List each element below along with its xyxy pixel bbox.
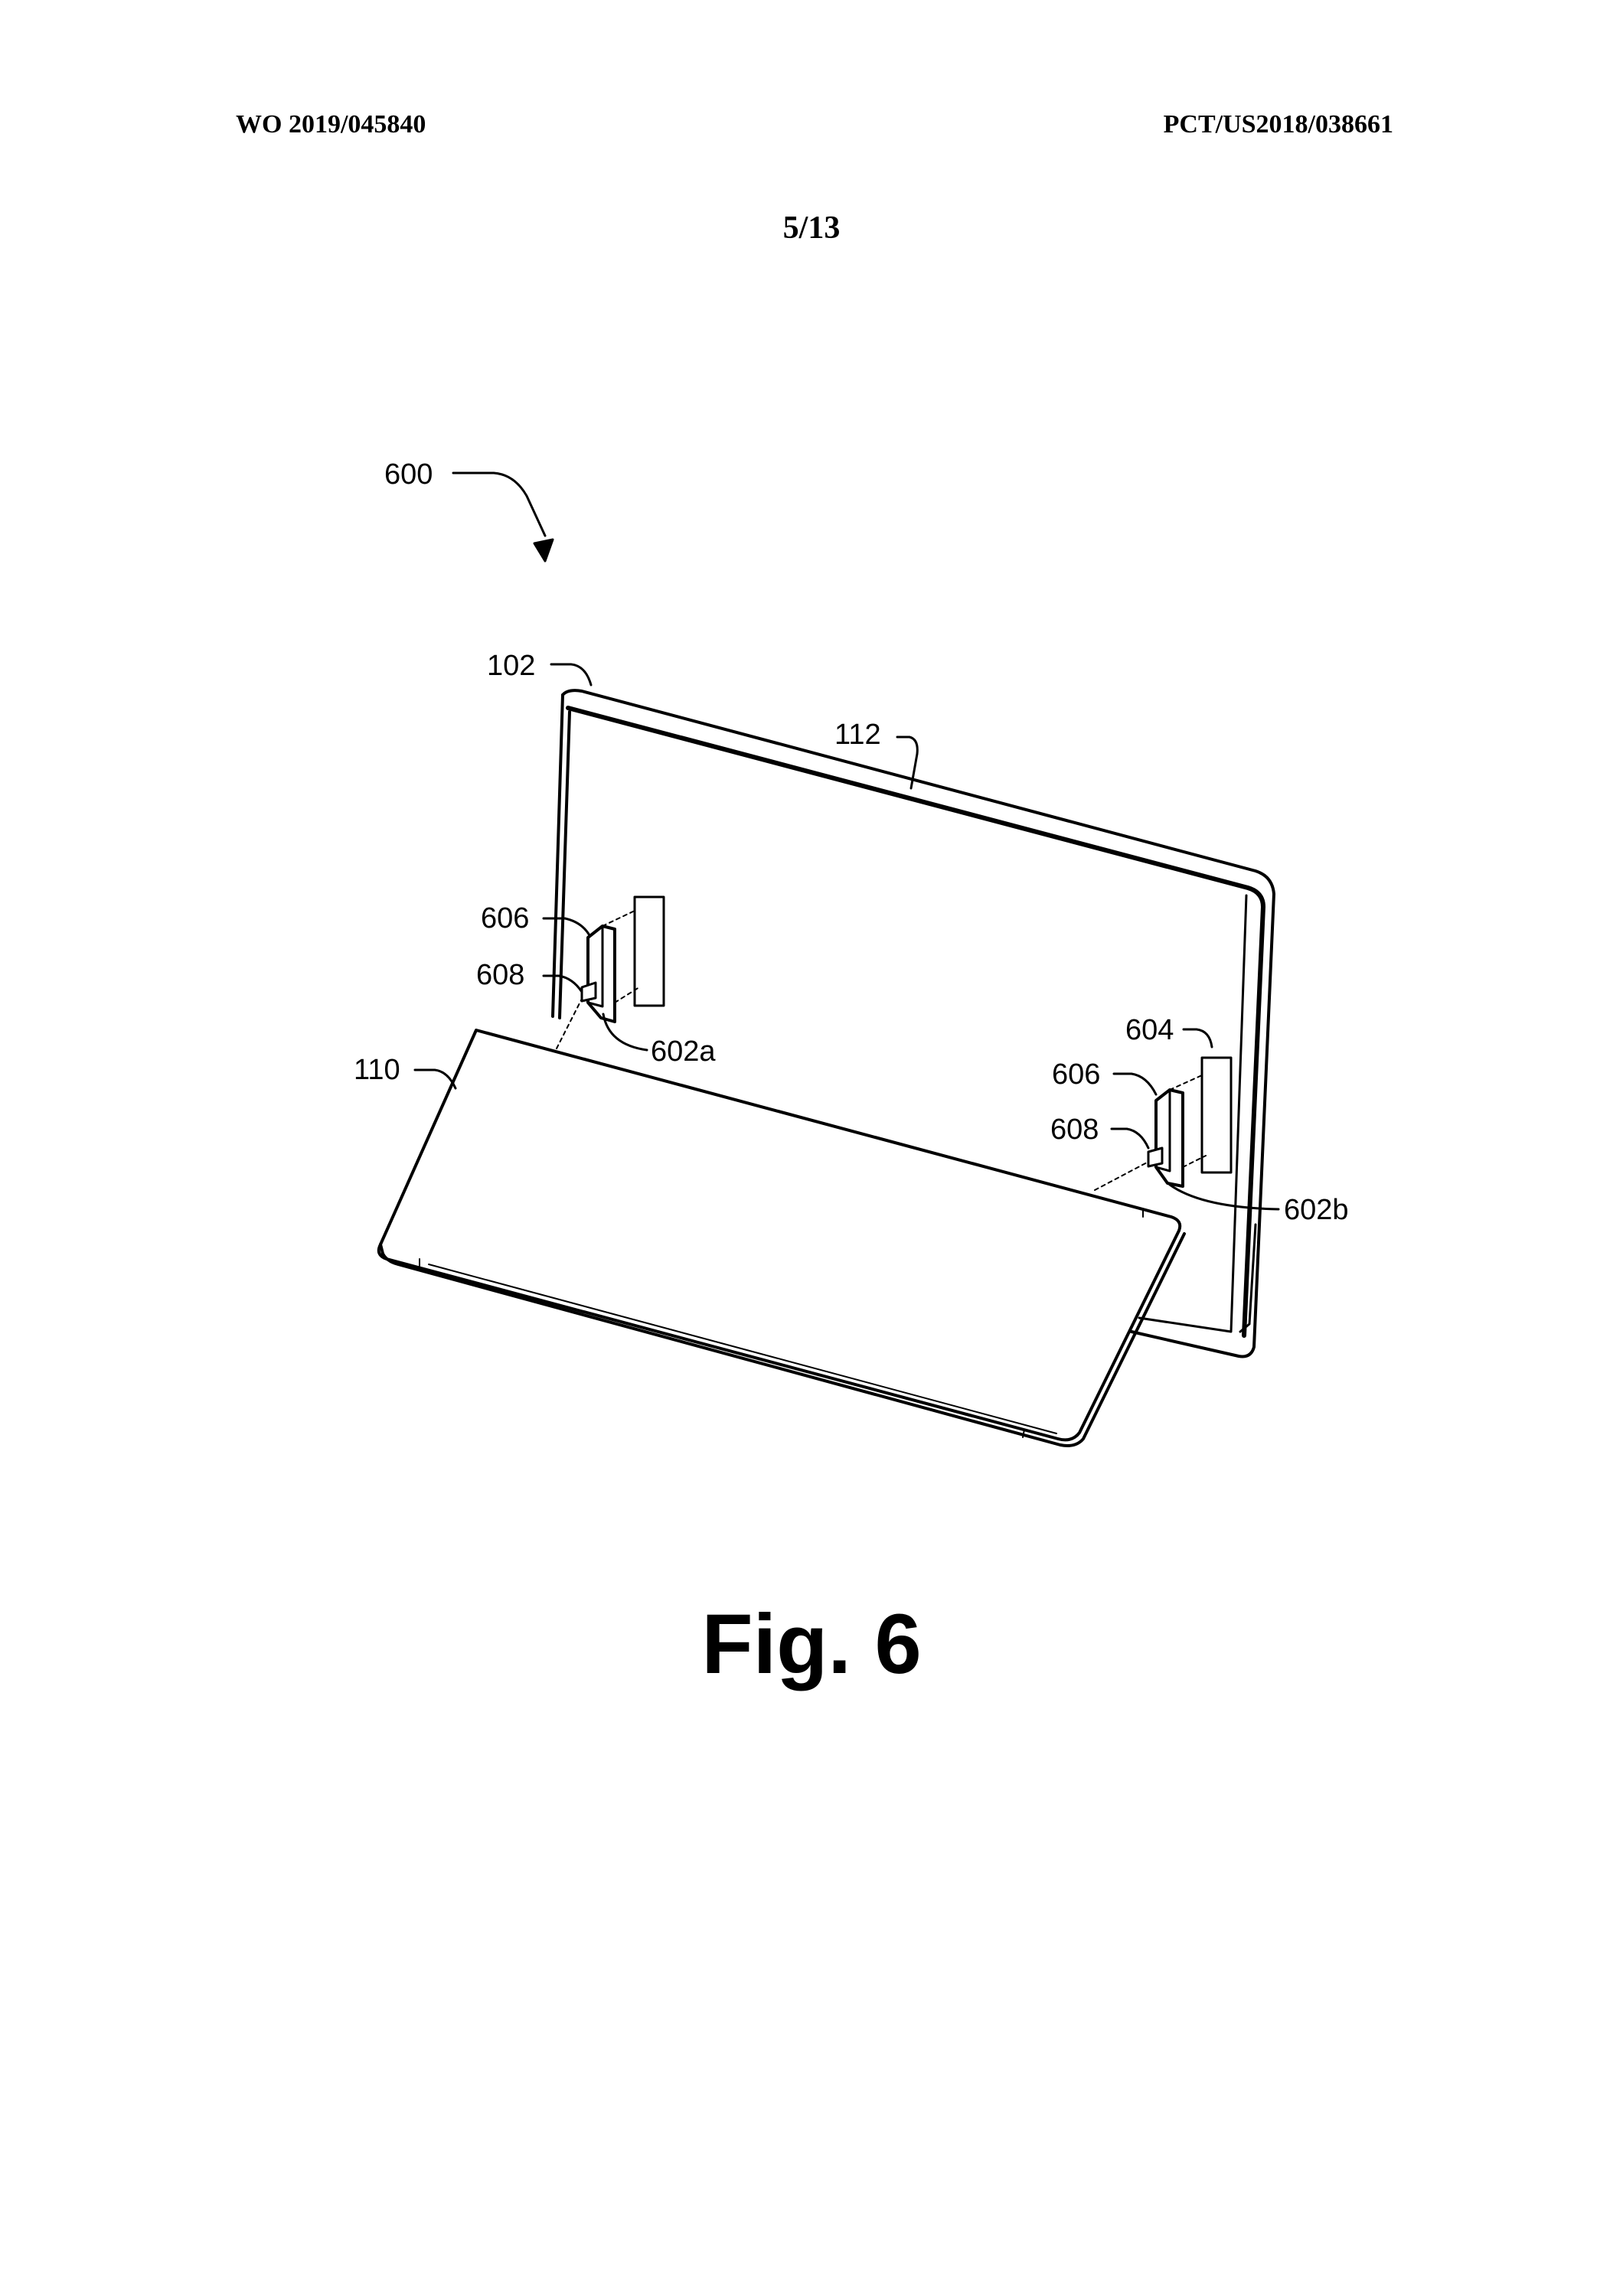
keyboard-cover <box>377 1029 1186 1447</box>
leader-lines <box>413 471 1280 1211</box>
ref-608-left: 608 <box>476 959 524 991</box>
application-number: PCT/US2018/038661 <box>1163 110 1393 139</box>
ref-606-right: 606 <box>1052 1058 1100 1091</box>
left-hinge-assembly <box>556 895 665 1049</box>
sheet-number: 5/13 <box>782 210 841 246</box>
ref-602b: 602b <box>1284 1194 1349 1226</box>
ref-604: 604 <box>1125 1014 1174 1046</box>
figure-caption: Fig. 6 <box>701 1597 922 1691</box>
ref-102: 102 <box>487 650 535 682</box>
display-body <box>551 689 1275 1358</box>
ref-606-left: 606 <box>481 902 529 934</box>
reference-numerals: 600 102 112 606 608 602a 110 604 606 608… <box>354 458 1349 1226</box>
ref-110: 110 <box>354 1054 400 1086</box>
right-hinge-assembly <box>1094 1056 1233 1191</box>
ref-112: 112 <box>834 719 881 751</box>
publication-number: WO 2019/045840 <box>236 110 426 139</box>
ref-608-right: 608 <box>1050 1114 1099 1146</box>
ref-600: 600 <box>384 458 433 491</box>
ref-602a: 602a <box>651 1035 716 1068</box>
